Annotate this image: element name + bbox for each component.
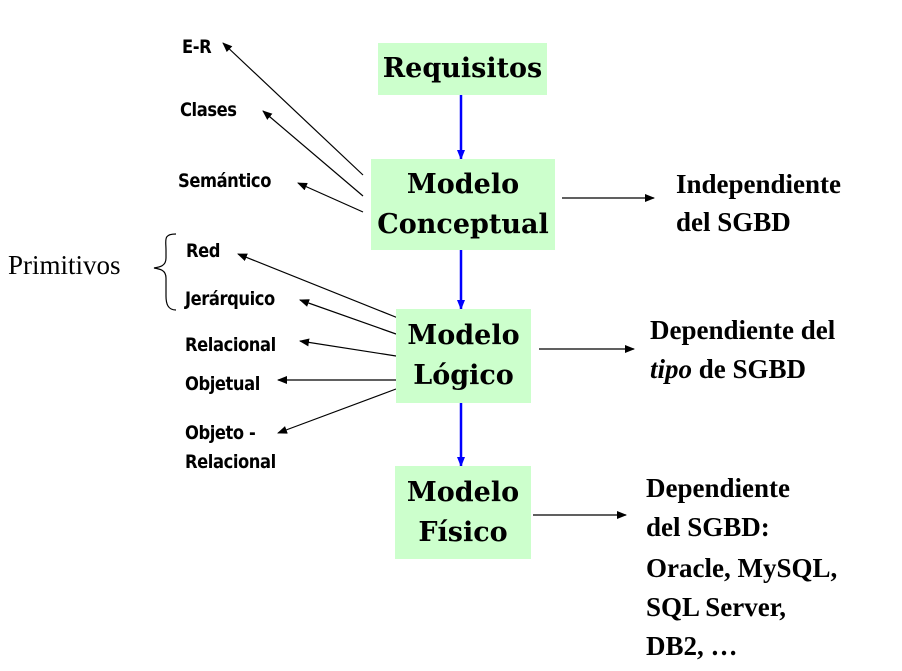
arrow-to-red (237, 253, 399, 319)
note-fisico-line2: del SGBD: (646, 512, 770, 542)
box-modelo-logico: Modelo Lógico (396, 309, 531, 403)
arrow-to-objeto-relacional (277, 388, 397, 434)
note-conceptual-line2: del SGBD (676, 207, 791, 237)
box-conceptual-line1: Modelo (406, 168, 520, 200)
box-fisico-line2: Físico (418, 516, 508, 548)
label-primitivos: Primitivos (8, 250, 121, 280)
label-objetual: Objetual (185, 373, 260, 395)
note-logico-line2: tipo de SGBD (650, 350, 806, 388)
arrow-to-clases (262, 110, 364, 197)
box-requisitos-label: Requisitos (382, 53, 543, 84)
primitivos-brace (153, 233, 177, 311)
arrow-to-semantico (297, 182, 364, 213)
label-objeto-relacional-line2: Relacional (185, 451, 276, 473)
box-fisico-line1: Modelo (406, 476, 520, 508)
arrow-to-jerarquico (299, 299, 397, 335)
arrow-to-relacional (299, 338, 397, 357)
label-jerarquico: Jerárquico (185, 288, 275, 310)
box-logico-line1: Modelo (407, 320, 520, 351)
label-semantico: Semántico (178, 170, 272, 192)
label-er: E-R (182, 36, 212, 58)
note-logico-line1: Dependiente del (650, 315, 836, 345)
note-fisico-line5: DB2, … (646, 631, 738, 661)
label-objeto-relacional-line1: Objeto - (185, 422, 256, 444)
note-fisico-line3: Oracle, MySQL, (646, 553, 838, 583)
arrow-to-er (222, 42, 364, 176)
label-relacional: Relacional (185, 334, 276, 356)
note-logico-italic: tipo (650, 354, 693, 384)
note-logico-rest: de SGBD (692, 354, 807, 384)
box-modelo-conceptual: Modelo Conceptual (371, 159, 555, 250)
box-conceptual-line2: Conceptual (377, 208, 549, 240)
note-fisico-line4: SQL Server, (646, 592, 787, 622)
box-requisitos: Requisitos (378, 43, 547, 95)
note-conceptual-line1: Independiente (676, 169, 842, 199)
note-fisico-line1: Dependiente (646, 473, 790, 503)
box-modelo-fisico: Modelo Físico (395, 466, 531, 559)
label-red: Red (186, 240, 221, 262)
label-clases: Clases (180, 99, 237, 121)
box-logico-line2: Lógico (413, 360, 514, 391)
